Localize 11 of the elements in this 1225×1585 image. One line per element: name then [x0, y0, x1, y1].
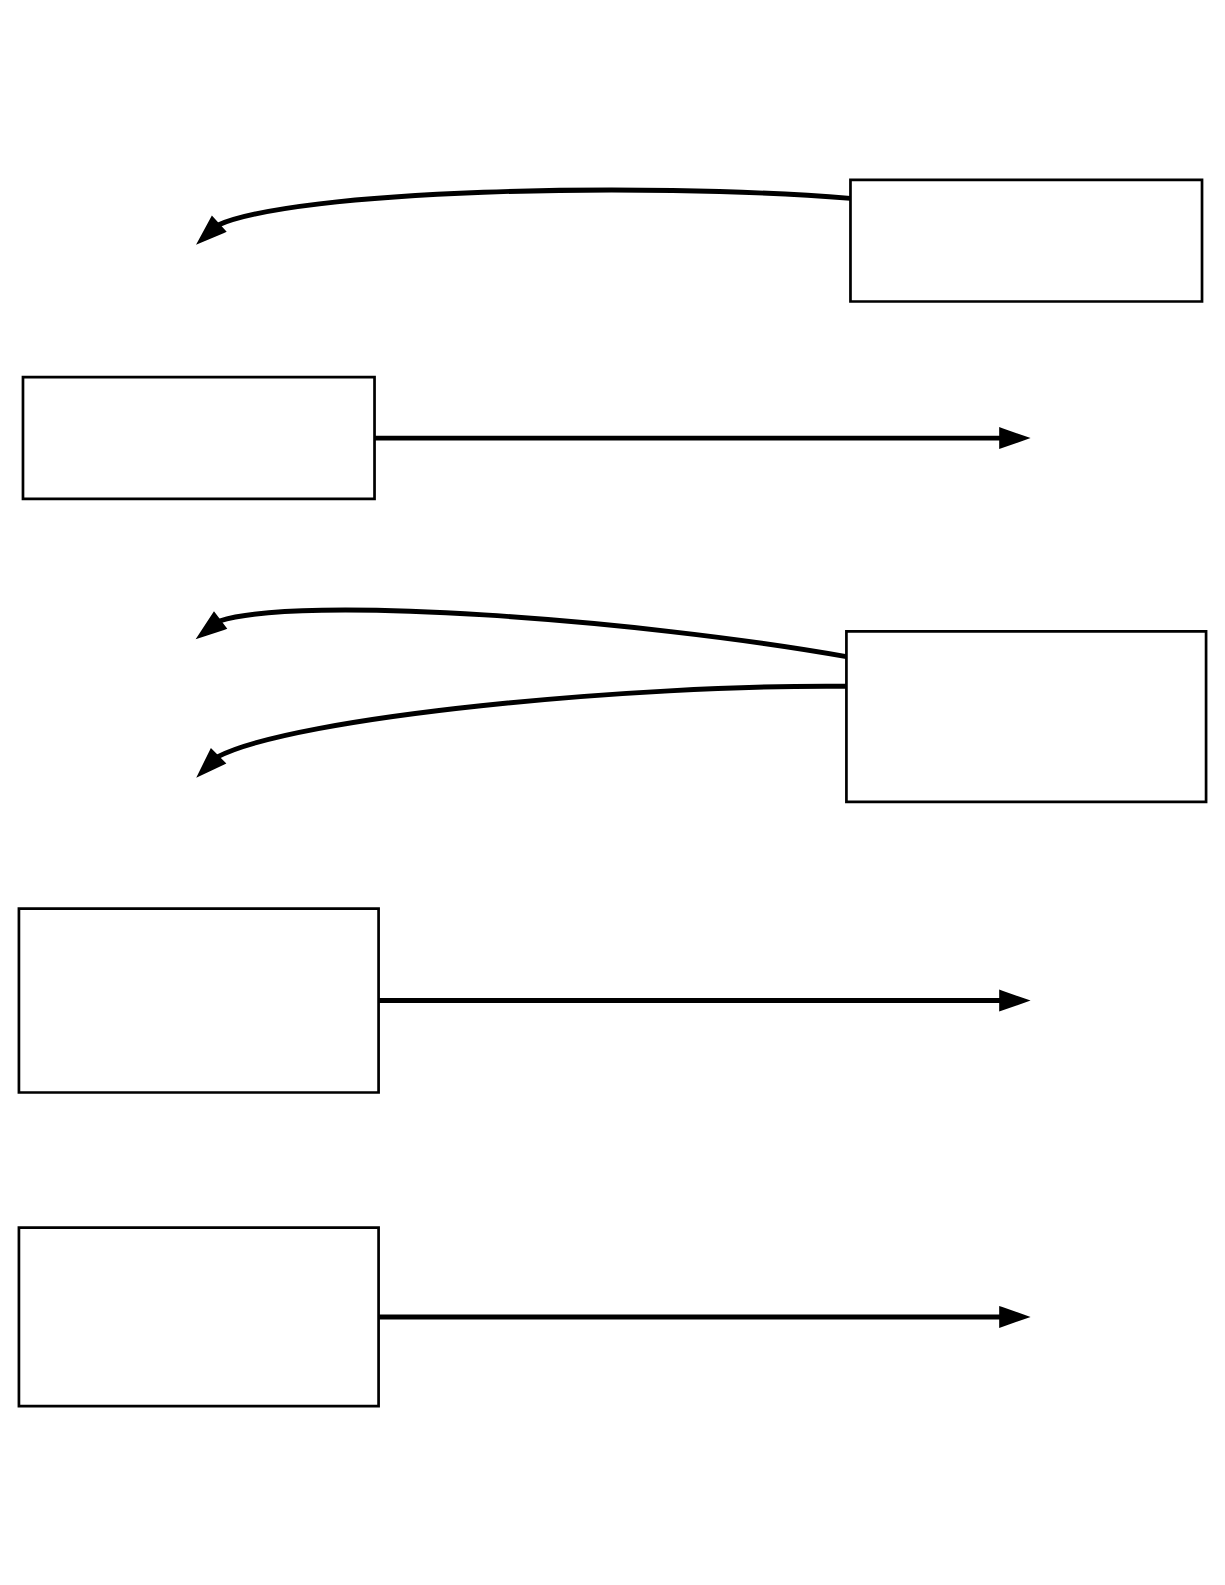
- node-box: [17, 906, 380, 1094]
- node-box: [849, 177, 1204, 303]
- node-box: [845, 629, 1208, 803]
- node-box: [21, 375, 376, 500]
- arrow: [378, 1305, 1031, 1328]
- arrow: [196, 683, 847, 778]
- arrow: [195, 607, 847, 659]
- node-box: [17, 1225, 380, 1408]
- arrow: [374, 426, 1031, 449]
- arrow: [196, 187, 851, 245]
- arrow: [378, 989, 1031, 1012]
